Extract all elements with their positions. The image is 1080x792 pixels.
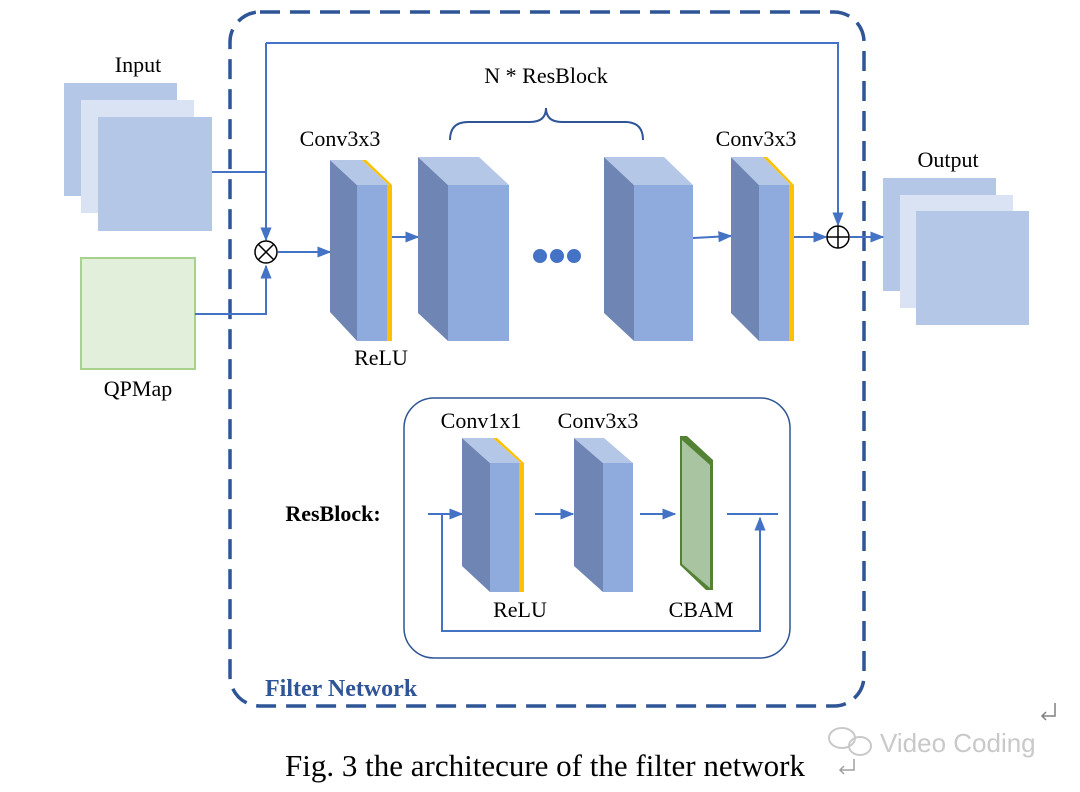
resblock-group-label: N * ResBlock	[484, 63, 607, 88]
input-label: Input	[115, 52, 161, 77]
add-operator	[826, 225, 850, 249]
qpmap-label: QPMap	[104, 376, 172, 401]
resblock-detail-box	[403, 397, 791, 659]
resblock-1	[418, 157, 509, 341]
resblock-conv1x1-label: Conv1x1	[441, 408, 522, 433]
resblock-cbam-label: CBAM	[669, 597, 734, 622]
resblock-conv3x3-label: Conv3x3	[558, 408, 639, 433]
output-stack	[883, 178, 1029, 325]
connections	[195, 42, 885, 315]
resblock-connections	[428, 508, 778, 632]
relu-first-label: ReLU	[354, 345, 408, 370]
resblock-conv1x1-block	[462, 438, 524, 592]
conv3x3-first-block	[330, 160, 392, 341]
output-label: Output	[917, 147, 978, 172]
conv3x3-last-label: Conv3x3	[716, 126, 797, 151]
multiply-operator	[254, 240, 278, 264]
resblock-title: ResBlock:	[285, 501, 380, 526]
input-stack	[64, 83, 212, 231]
resblock-cbam-block	[680, 436, 713, 590]
paragraph-return-icon	[1040, 703, 1056, 721]
chat-bubble-icon	[828, 727, 872, 756]
watermark-text: Video Coding	[880, 728, 1036, 758]
conv3x3-last-block	[731, 157, 794, 341]
figure-caption: Fig. 3 the architecure of the filter net…	[285, 748, 805, 783]
resblock-relu-label: ReLU	[493, 597, 547, 622]
filter-network-label: Filter Network	[265, 676, 418, 702]
ellipsis-dots	[533, 249, 581, 263]
resblock-conv3x3-block	[574, 438, 633, 592]
caption-return-icon	[838, 759, 855, 775]
conv3x3-first-label: Conv3x3	[300, 126, 381, 151]
filter-network-frame	[228, 10, 866, 708]
watermark: Video Coding	[828, 727, 1036, 758]
resblock-group-brace	[449, 107, 644, 141]
qpmap-square	[80, 257, 196, 370]
resblock-n	[604, 157, 693, 341]
